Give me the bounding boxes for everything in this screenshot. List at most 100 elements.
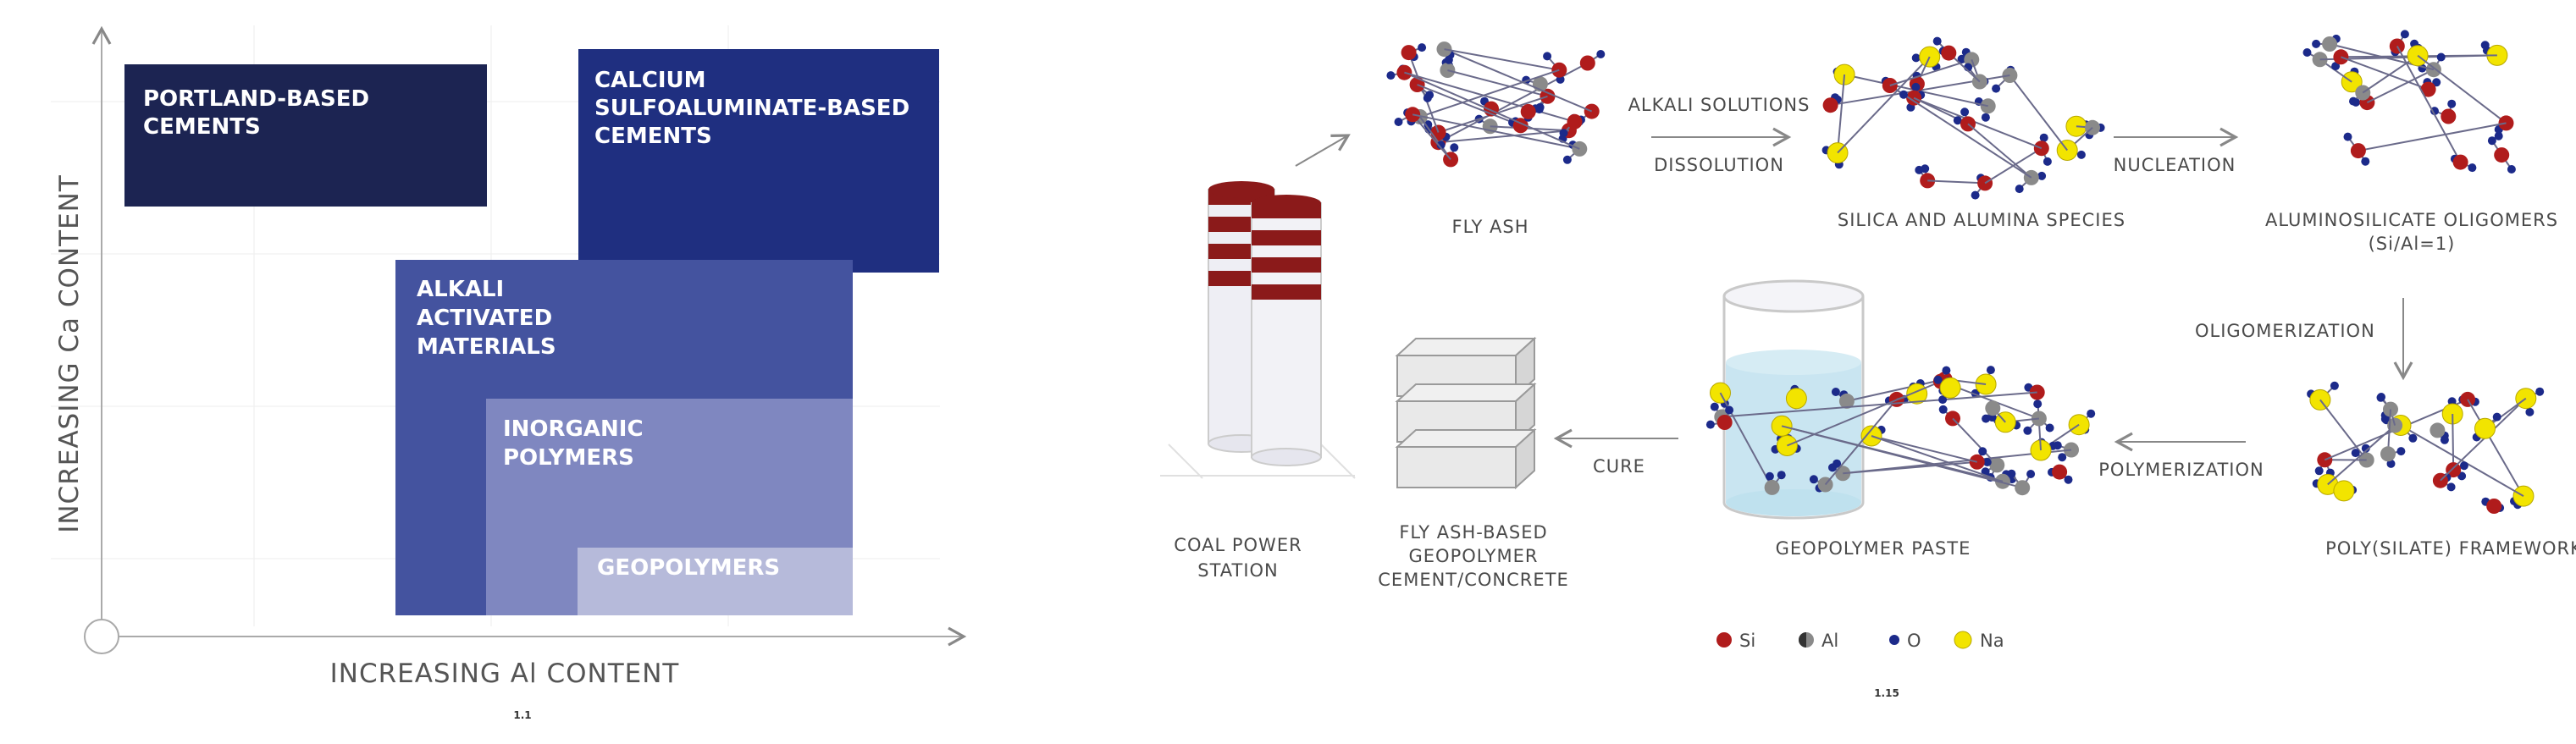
bond — [1447, 69, 1548, 97]
atom — [2361, 444, 2370, 453]
atom — [2446, 462, 2462, 478]
arrow-label-cure: CURE — [1593, 456, 1645, 477]
atom — [2420, 81, 2436, 97]
svg-text:Si: Si — [1739, 631, 1755, 651]
concrete-blocks-icon — [1395, 336, 1537, 490]
atom — [1418, 43, 1427, 52]
atom — [1978, 447, 1987, 456]
atom — [2331, 62, 2341, 71]
atom — [2045, 423, 2054, 433]
fly-ash-molecules — [1386, 41, 1606, 168]
arrow-label-dissolution: DISSOLUTION — [1654, 155, 1784, 175]
atom — [1444, 55, 1453, 64]
atom — [2087, 409, 2096, 418]
atom — [1938, 405, 1948, 414]
svg-text:O: O — [1907, 631, 1921, 651]
atom — [1401, 45, 1417, 61]
atom — [2302, 48, 2312, 57]
bond — [2452, 413, 2455, 471]
paste-label: GEOPOLYMER PASTE — [1776, 538, 1971, 559]
silica-alumina-label: SILICA AND ALUMINA SPECIES — [1838, 210, 2125, 230]
bond — [1444, 48, 1560, 71]
atom-legend: Si Al O Na — [1716, 631, 2004, 651]
bond — [1871, 435, 2004, 482]
bond — [2362, 54, 2418, 94]
atom — [2441, 108, 2457, 124]
atom — [2396, 447, 2406, 456]
atom — [2446, 482, 2456, 492]
framework-label: POLY(SILATE) FRAMEWORK — [2325, 538, 2576, 559]
atom — [2474, 417, 2496, 439]
atom — [2430, 107, 2439, 116]
figure-number-right: 1.15 — [1874, 687, 1899, 699]
silica-alumina-molecules — [1821, 36, 2105, 200]
atom — [2026, 470, 2036, 478]
bond — [2358, 122, 2507, 152]
bond — [1444, 48, 1593, 113]
atom — [1985, 400, 2001, 416]
atom — [1559, 129, 1568, 138]
atom — [1562, 155, 1572, 164]
legend-item-na: Na — [1954, 631, 2004, 651]
box-portland — [124, 64, 487, 207]
atom — [2452, 154, 2468, 170]
figure-number-left: 1.1 — [513, 709, 531, 721]
bond — [1412, 113, 1580, 150]
bond — [2467, 399, 2524, 497]
bond — [1438, 130, 1569, 144]
atom — [1838, 393, 1855, 409]
bond — [1913, 96, 2043, 150]
atom — [2492, 412, 2501, 422]
atom — [2312, 39, 2321, 48]
bond — [2440, 397, 2527, 482]
arrow-label-alkali: ALKALI SOLUTIONS — [1628, 95, 1810, 115]
atom — [2400, 30, 2409, 39]
atom — [1942, 366, 1951, 375]
y-axis-label: INCREASING Ca CONTENT — [54, 174, 85, 533]
atom — [2376, 393, 2385, 402]
atom — [1899, 90, 1908, 99]
atom — [2322, 36, 2338, 52]
left-diagram: INCREASING Ca CONTENT INCREASING Al CONT… — [51, 25, 967, 721]
atom — [1436, 141, 1446, 150]
oligomers-label: ALUMINOSILICATE OLIGOMERS(Si/Al=1) — [2265, 210, 2558, 254]
atom — [1596, 50, 1606, 58]
atom — [2043, 157, 2052, 166]
atom — [2015, 185, 2024, 194]
bond — [2396, 46, 2462, 163]
atom — [1809, 475, 1818, 484]
atom — [1579, 55, 1595, 71]
atom — [2459, 461, 2468, 471]
atom — [1915, 165, 1924, 174]
atom — [2343, 132, 2352, 141]
atom — [1785, 388, 1807, 410]
atom — [1933, 375, 1943, 384]
atom — [1450, 143, 1459, 152]
legend-item-o: O — [1889, 631, 1921, 651]
svg-text:Na: Na — [1980, 631, 2004, 651]
atom — [1960, 107, 1970, 117]
bond — [1952, 417, 1998, 466]
atom — [2349, 96, 2358, 106]
atom — [1957, 54, 1966, 63]
atom — [2432, 78, 2441, 87]
atom — [2487, 136, 2496, 146]
atom — [1567, 113, 1583, 130]
arrow-label-nucleation: NUCLEATION — [2114, 155, 2236, 175]
atom — [2333, 480, 2355, 502]
atom — [2468, 163, 2477, 173]
atom — [2380, 446, 2396, 462]
atom — [1992, 84, 2001, 93]
svg-text:Al: Al — [1821, 631, 1838, 651]
atom — [2350, 143, 2366, 159]
atom — [1932, 36, 1942, 46]
atom — [1981, 113, 1990, 122]
bond — [1967, 123, 2032, 179]
bond — [1404, 71, 1580, 150]
